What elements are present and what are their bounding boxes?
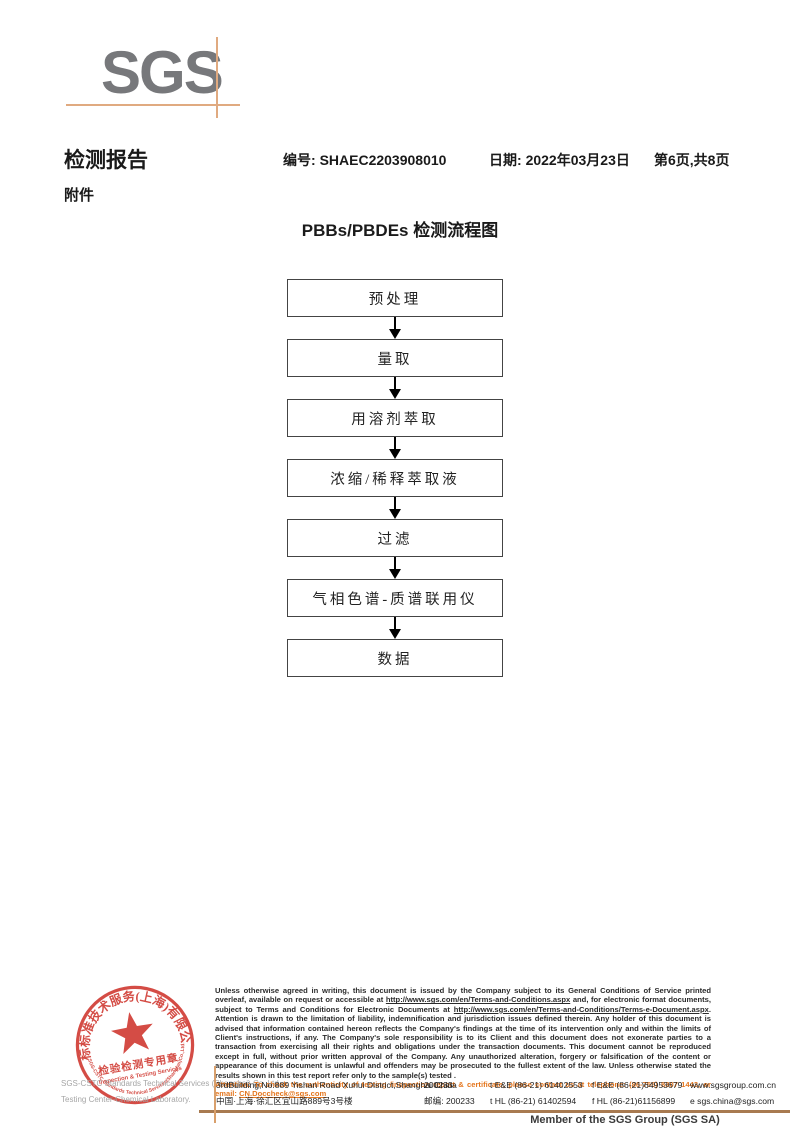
flow-step-filter: 过滤 bbox=[287, 519, 503, 557]
flow-step-measure: 量取 bbox=[287, 339, 503, 377]
disclaimer-text: and, for electronic format documents, su… bbox=[215, 995, 711, 1014]
report-date-value: 2022年03月23日 bbox=[525, 152, 630, 168]
fax-hl: f HL (86-21)61156899 bbox=[592, 1096, 676, 1106]
attention-text: Attention: To check the authenticity of … bbox=[215, 1080, 711, 1099]
postcode-cn: 邮编: 200233 bbox=[424, 1096, 475, 1106]
phone-hl: t HL (86-21) 61402594 bbox=[490, 1096, 577, 1106]
legal-disclaimer: Unless otherwise agreed in writing, this… bbox=[215, 986, 711, 1099]
address-row-en: 3rdBuilding,No.889 Yishan Road Xuhui Dis… bbox=[216, 1077, 791, 1093]
terms-link[interactable]: http://www.sgs.com/en/Terms-and-Conditio… bbox=[385, 995, 571, 1005]
flow-step-solvent-extraction: 用溶剂萃取 bbox=[287, 399, 503, 437]
address-block: 3rdBuilding,No.889 Yishan Road Xuhui Dis… bbox=[216, 1077, 791, 1109]
terms-e-document-link[interactable]: http://www.sgs.com/en/Terms-and-Conditio… bbox=[453, 1004, 709, 1014]
company-name-gray: SGS-CSTC Standards Technical Services (S… bbox=[61, 1076, 281, 1108]
disclaimer-text: Unless otherwise agreed in writing, this… bbox=[215, 986, 711, 1005]
flow-step-pretreatment: 预处理 bbox=[287, 279, 503, 317]
email-link[interactable]: e sgs.china@sgs.com bbox=[690, 1096, 775, 1106]
fax-ee: f E&E (86-21)64953679 bbox=[592, 1080, 683, 1090]
flowchart: 预处理 量取 用溶剂萃取 浓缩/稀释萃取液 过滤 气相色谱-质谱联用仪 数据 bbox=[287, 279, 503, 677]
report-date-label: 日期: bbox=[489, 152, 522, 168]
disclaimer-text: . Attention is drawn to the limitation o… bbox=[215, 1004, 711, 1080]
report-number: 编号: SHAEC2203908010 bbox=[283, 150, 446, 170]
flow-step-gcms: 气相色谱-质谱联用仪 bbox=[287, 579, 503, 617]
report-date: 日期: 2022年03月23日 bbox=[489, 150, 630, 170]
page-indicator: 第6页,共8页 bbox=[654, 152, 730, 168]
report-number-value: SHAEC2203908010 bbox=[319, 152, 447, 168]
seal-star-icon bbox=[111, 1012, 153, 1055]
postcode-en: 200233 bbox=[424, 1080, 453, 1090]
address-en: 3rdBuilding,No.889 Yishan Road Xuhui Dis… bbox=[216, 1080, 457, 1090]
page-title: 检测报告 bbox=[64, 149, 148, 172]
company-name-line1: SGS-CSTC Standards Technical Services (S… bbox=[61, 1079, 281, 1088]
address-cn: 中国·上海·徐汇区宜山路889号3号楼 bbox=[216, 1096, 353, 1106]
flow-arrow-down-icon bbox=[287, 377, 503, 399]
flow-step-concentrate-dilute: 浓缩/稀释萃取液 bbox=[287, 459, 503, 497]
company-name-line2: Testing Center-Chemical Laboratory. bbox=[61, 1095, 191, 1104]
flowchart-title: PBBs/PBDEs 检测流程图 bbox=[301, 221, 499, 240]
flow-arrow-down-icon bbox=[287, 497, 503, 519]
phone-ee: t E&E (86-21) 61402553 bbox=[490, 1080, 583, 1090]
sgs-logo: SGS bbox=[101, 39, 224, 106]
flow-arrow-down-icon bbox=[287, 617, 503, 639]
website-link[interactable]: www.sgsgroup.com.cn bbox=[690, 1080, 776, 1090]
logo-horizontal-line bbox=[66, 104, 240, 106]
doccheck-email-link[interactable]: CN.Doccheck@sgs.com bbox=[239, 1089, 327, 1099]
flow-step-data: 数据 bbox=[287, 639, 503, 677]
footer-rule bbox=[199, 1110, 790, 1113]
flow-arrow-down-icon bbox=[287, 437, 503, 459]
report-number-label: 编号: bbox=[283, 152, 316, 168]
flow-arrow-down-icon bbox=[287, 317, 503, 339]
attention-notice: Attention: To check the authenticity of … bbox=[215, 1080, 711, 1099]
footer-vertical-line bbox=[214, 1066, 216, 1123]
flow-arrow-down-icon bbox=[287, 557, 503, 579]
sgs-member-note: Member of the SGS Group (SGS SA) bbox=[530, 1114, 720, 1126]
logo-vertical-line bbox=[216, 37, 218, 118]
attachment-label: 附件 bbox=[64, 187, 95, 204]
address-row-cn: 中国·上海·徐汇区宜山路889号3号楼 邮编: 200233 t HL (86-… bbox=[216, 1093, 791, 1109]
